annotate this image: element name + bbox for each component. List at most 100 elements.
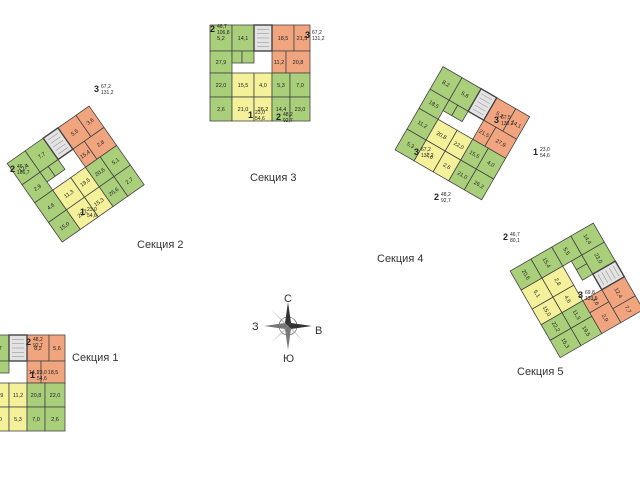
room [575, 263, 594, 281]
room [549, 327, 582, 359]
room-area-label: 20,8 [293, 60, 304, 66]
stair-step [479, 97, 490, 104]
stair-step [55, 143, 66, 151]
section-block-2: 12,47,75,53,62,915,42,84,611,319,520,65,… [6, 105, 145, 243]
section-label-5: Секция 5 [517, 366, 563, 378]
room-area-label: 5,5 [561, 247, 570, 257]
apartment-room-count: 2 [276, 112, 281, 122]
room-area-label: 7,0 [296, 83, 304, 89]
stair-step [477, 101, 488, 108]
apartment-living-area: 67,5 [501, 115, 511, 121]
apartment-living-area: 23,0 [540, 147, 550, 153]
apartment-room-count: 2 [503, 232, 508, 242]
room-area-label: 15,4 [541, 257, 552, 269]
room-area-label: 26,6 [108, 187, 120, 198]
room-area-label: 11,2 [416, 120, 428, 130]
room-area-label: 2,7 [125, 177, 135, 186]
room-area-label: 2,9 [600, 313, 609, 323]
room-area-label: 27,9 [216, 60, 227, 66]
apartment-total-area: 131,2 [421, 153, 434, 159]
room-area-label: 7,7 [623, 305, 632, 315]
stair-step [601, 272, 609, 283]
room-area-label: 20,8 [435, 131, 447, 142]
room [289, 96, 311, 122]
room-area-label: 2,7 [0, 346, 2, 352]
room-area-label: 5,1 [532, 289, 541, 299]
room-area-label: 20,6 [94, 167, 106, 178]
compass-east: В [315, 325, 322, 337]
room-area-label: 4,0 [259, 83, 267, 89]
apartment-total-area: 133,5 [585, 296, 598, 302]
stair-step [612, 265, 620, 277]
compass-north: С [284, 293, 292, 305]
room-area-label: 19,5 [79, 177, 91, 188]
compass-rose-icon [264, 302, 312, 350]
room-area-label: 20,8 [31, 393, 42, 399]
room-area-label: 5,3 [405, 141, 415, 150]
room-area-label: 7,7 [37, 151, 47, 160]
room-area-label: 11,3 [63, 189, 75, 200]
room-area-label: 27,9 [494, 138, 506, 149]
room-area-label: 23,0 [592, 252, 603, 264]
stair-step [52, 140, 64, 148]
room-area-label: 2,6 [217, 107, 225, 113]
apartment-total-area: 106,8 [217, 30, 230, 36]
apartment-total-area: 131,2 [101, 90, 114, 96]
room-area-label: 5,6 [460, 91, 470, 100]
apartment-total-area: 54,6 [540, 153, 550, 159]
room-area-label: 11,2 [13, 393, 23, 399]
apartment-room-count: 3 [305, 30, 310, 40]
room-area-label: 15,3 [559, 337, 570, 349]
apartment-room-count: 1 [248, 110, 253, 120]
room [451, 104, 469, 123]
room [231, 50, 243, 64]
stair-step [48, 132, 59, 141]
stair-step [597, 274, 605, 286]
room-area-label: 21,5 [297, 36, 308, 42]
apartment-living-area: 67,2 [421, 147, 431, 153]
apartment-room-count: 1 [30, 370, 35, 380]
apartment-total-area: 131,2 [312, 36, 325, 42]
room-area-label: 2,9 [33, 184, 43, 193]
room-area-label: 19,5 [580, 325, 591, 337]
room-area-label: 22,2 [77, 209, 89, 220]
room [241, 50, 255, 64]
room-area-label: 5,3 [14, 417, 22, 423]
room [0, 360, 10, 374]
room-area-label: 18,5 [427, 100, 439, 111]
room-area-label: 12,4 [612, 287, 623, 299]
room-area-label: 20,6 [520, 269, 531, 281]
room [44, 406, 66, 432]
room-area-label: 26,2 [258, 107, 269, 113]
compass-west: З [252, 321, 259, 333]
section-label-2: Секция 2 [137, 239, 183, 251]
room-area-label: 5,5 [70, 128, 80, 137]
room [113, 164, 145, 197]
stair-step [474, 104, 486, 112]
room-area-label: 7,0 [32, 417, 40, 423]
room-area-label: 21,5 [478, 129, 490, 140]
stair-step [609, 267, 616, 279]
room-area-label: 5,3 [277, 83, 285, 89]
room-area-label: 8,2 [34, 346, 42, 352]
room-area-label: 22,2 [550, 321, 561, 333]
room-area-label: 4,0 [486, 160, 496, 169]
room-area-label: 4,6 [46, 202, 56, 211]
room [463, 168, 495, 201]
room-area-label: 2,6 [442, 162, 452, 171]
apartment-living-area: 67,2 [101, 84, 111, 90]
section-block-3: 8,25,65,214,118,521,527,911,220,822,015,… [394, 66, 531, 201]
room-area-label: 22,0 [452, 141, 464, 152]
section-label-1: Секция 1 [72, 352, 118, 364]
room-area-label: 5,1 [111, 157, 121, 166]
room-area-label: 5,2 [494, 111, 504, 120]
apartment-room-count: 1 [80, 207, 85, 217]
room-area-label: 4,6 [562, 295, 571, 305]
apartment-room-count: 1 [533, 147, 538, 157]
room-area-label: 15,0 [59, 221, 71, 232]
apartment-room-count: 3 [94, 84, 99, 94]
stair-step [50, 136, 61, 144]
room-area-label: 11,3 [571, 309, 581, 321]
